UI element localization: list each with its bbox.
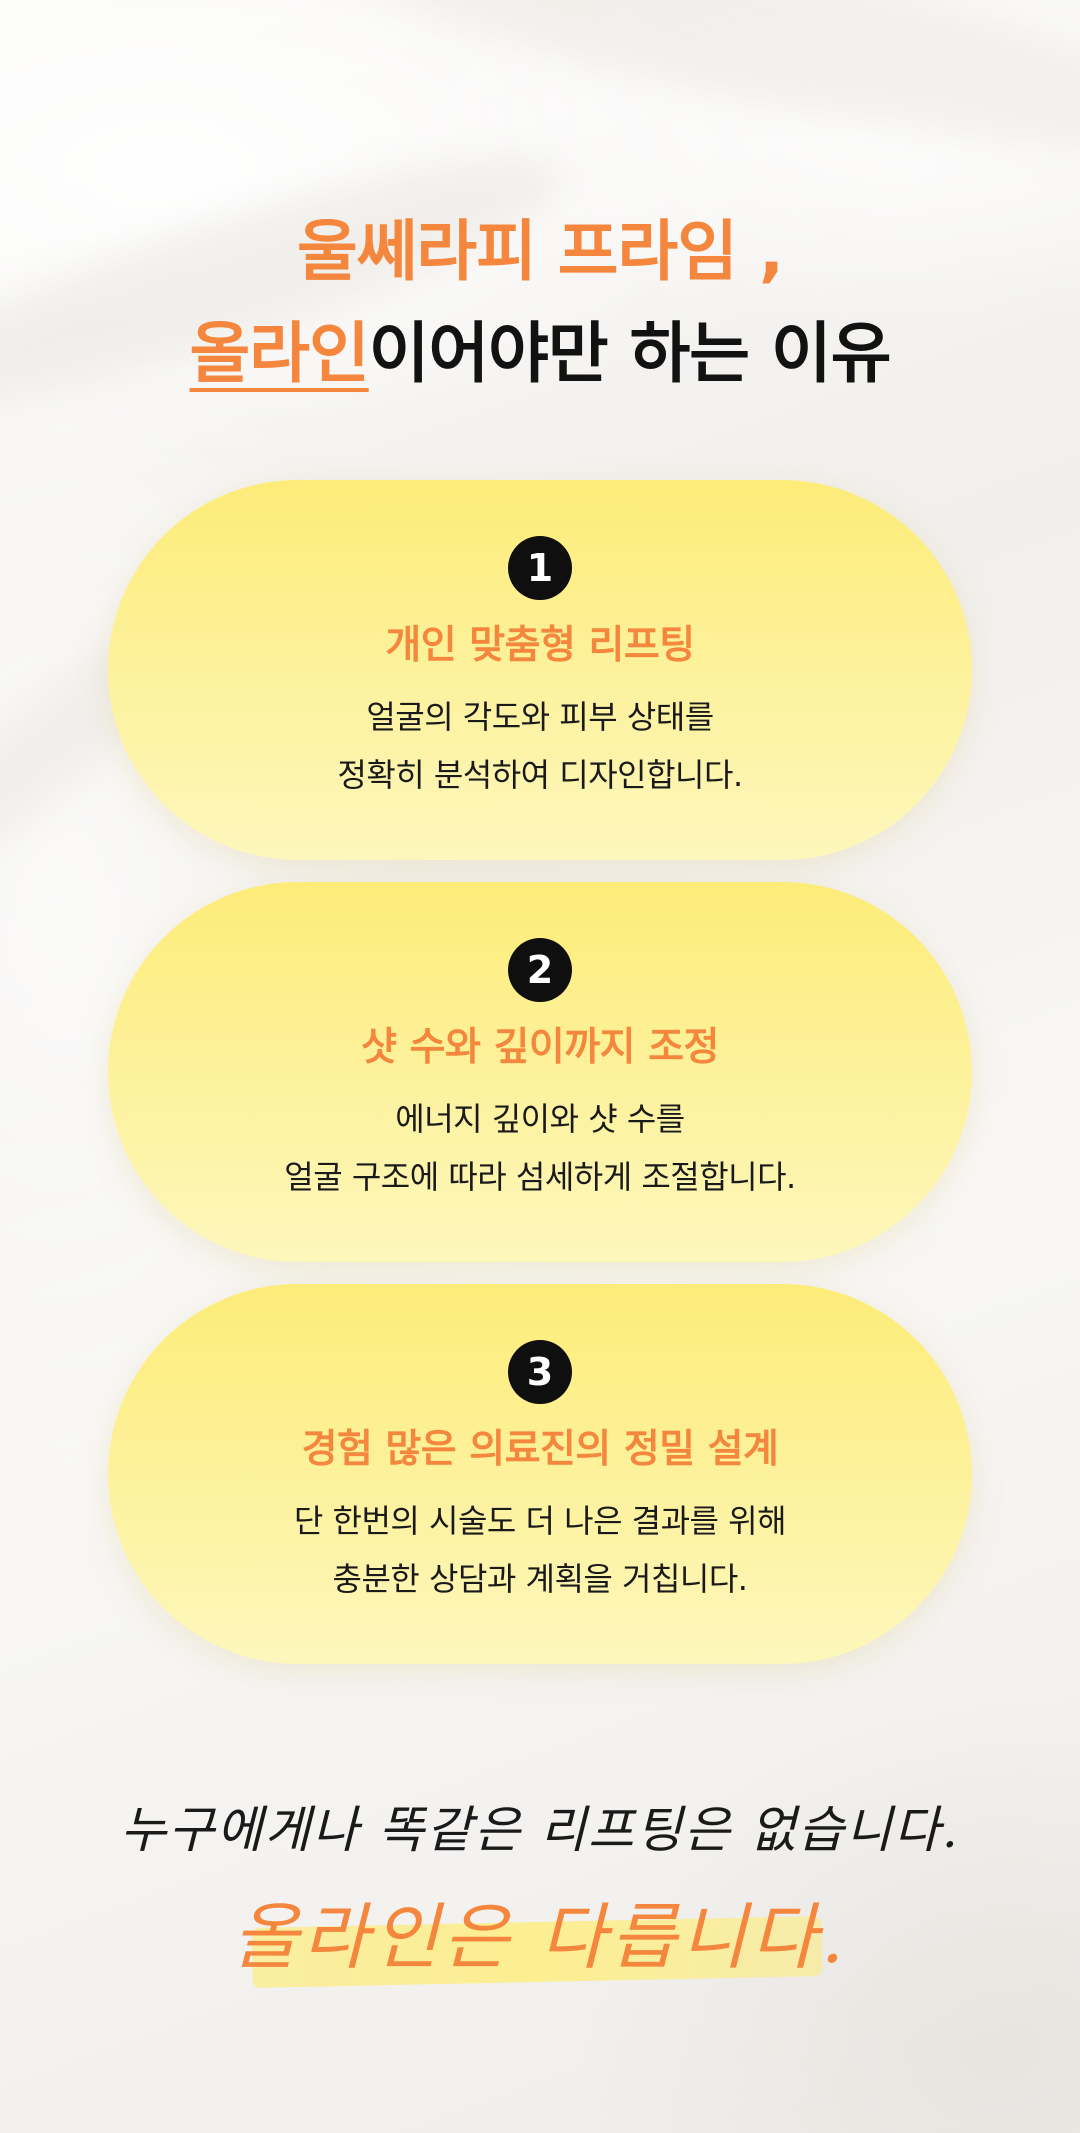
reason-desc-line2: 얼굴 구조에 따라 섬세하게 조절합니다.	[284, 1158, 796, 1196]
headline-line2-rest: 이어야만 하는 이유	[368, 315, 892, 392]
reason-desc-line2: 정확히 분석하여 디자인합니다.	[337, 756, 743, 794]
number-badge: 1	[508, 536, 572, 600]
headline-brand-accent: 올라인	[189, 315, 370, 392]
reason-title: 샷 수와 깊이까지 조정	[361, 1025, 719, 1070]
reason-card-3: 3 경험 많은 의료진의 정밀 설계 단 한번의 시술도 더 나은 결과를 위해…	[108, 1284, 972, 1664]
reason-card-2: 2 샷 수와 깊이까지 조정 에너지 깊이와 샷 수를 얼굴 구조에 따라 섬세…	[108, 882, 972, 1262]
reason-title: 개인 맞춤형 리프팅	[385, 623, 695, 668]
headline-line2: 올라인이어야만 하는 이유	[0, 300, 1080, 396]
reason-desc-line1: 단 한번의 시술도 더 나은 결과를 위해	[293, 1502, 787, 1540]
reason-desc-line1: 에너지 깊이와 샷 수를	[395, 1100, 685, 1138]
reason-desc-line1: 얼굴의 각도와 피부 상태를	[366, 698, 714, 736]
closing-handwritten-line2: 올라인은 다릅니다.	[232, 1895, 848, 1979]
number-badge: 2	[508, 938, 572, 1002]
closing-handwritten-line1: 누구에게나 똑같은 리프팅은 없습니다.	[120, 1801, 960, 1859]
headline-line1: 울쎄라피 프라임 ,	[296, 213, 784, 290]
reason-card-1: 1 개인 맞춤형 리프팅 얼굴의 각도와 피부 상태를 정확히 분석하여 디자인…	[108, 480, 972, 860]
silk-fold	[295, 0, 1080, 193]
number-badge: 3	[508, 1340, 572, 1404]
reason-desc-line2: 충분한 상담과 계획을 거칩니다.	[332, 1560, 748, 1598]
reason-title: 경험 많은 의료진의 정밀 설계	[301, 1427, 779, 1472]
